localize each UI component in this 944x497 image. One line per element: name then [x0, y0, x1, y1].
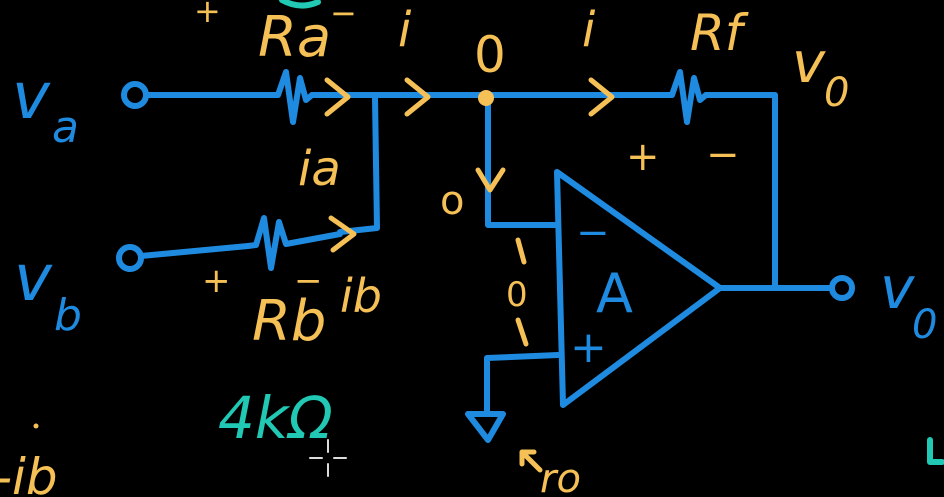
- input-voltage-tick-bottom: [515, 317, 529, 347]
- label-node-voltage: 0: [474, 26, 506, 84]
- noninverting-input-sign: +: [570, 322, 607, 373]
- feedback-wire: [703, 92, 778, 288]
- chevron-arrow-icon: [328, 215, 357, 253]
- left-bottom-dot: [33, 423, 39, 429]
- voltage-labels: v a v b v 0 A − +: [12, 60, 937, 373]
- chevron-arrow-icon: [404, 77, 431, 117]
- output-terminal-vo: [829, 275, 855, 301]
- resistor-rf: [659, 69, 709, 125]
- sign-plus-ra: +: [194, 0, 221, 30]
- label-vo-top: v: [792, 31, 826, 96]
- label-va-subscript: a: [52, 102, 79, 153]
- label-ra: Ra: [258, 5, 331, 70]
- summing-node-dot: [478, 90, 494, 106]
- sign-plus-rf: +: [626, 134, 660, 180]
- label-inverting-zero: o: [440, 178, 464, 224]
- label-left-bottom-ib: -ib: [0, 448, 58, 497]
- bottom-wire-left: [138, 243, 251, 259]
- inverting-input-sign: −: [576, 210, 610, 256]
- label-rb: Rb: [252, 289, 326, 354]
- teal-fragment-right: [927, 437, 944, 465]
- label-vb-subscript: b: [54, 290, 82, 341]
- sign-plus-rb: +: [202, 261, 231, 301]
- resistor-ra: [265, 69, 315, 125]
- chevron-arrow-icon: [588, 77, 615, 117]
- label-vo-output-subscript: 0: [912, 302, 937, 348]
- noninverting-input-wire: [484, 352, 561, 415]
- label-current-i-left: i: [398, 2, 412, 58]
- label-rf: Rf: [690, 4, 749, 62]
- opamp-triangle: [554, 169, 723, 408]
- label-ib: ib: [340, 269, 382, 323]
- inverting-input-wire: [485, 95, 559, 228]
- current-annotations: Ra Rb Rf ia ib i i 0 o v 0 + − + − + − 0…: [0, 0, 849, 497]
- input-terminal-vb: [116, 244, 144, 272]
- label-rb-resistance: 4kΩ: [218, 384, 333, 452]
- sign-minus-ra: −: [330, 0, 357, 32]
- sign-minus-rb: −: [294, 261, 323, 301]
- chevron-arrow-icon: [324, 77, 351, 117]
- branch-wire-ib: [337, 95, 380, 235]
- label-input-voltage-zero: 0: [506, 275, 528, 315]
- label-ia: ia: [298, 141, 341, 197]
- value-annotations: 4kΩ: [218, 0, 944, 465]
- input-terminal-va: [121, 81, 149, 109]
- label-vb: v: [14, 242, 53, 316]
- label-vo-output: v: [880, 254, 916, 322]
- ground-symbol-icon: [465, 411, 506, 443]
- circuit-wiring: [116, 69, 855, 443]
- sign-minus-rf: −: [706, 132, 740, 178]
- label-va: v: [12, 60, 51, 134]
- crosshair-cursor-icon: [309, 439, 347, 477]
- opamp-gain-label: A: [596, 262, 633, 325]
- label-vo-top-subscript: 0: [824, 70, 849, 116]
- teal-fragment-top: [279, 0, 321, 9]
- label-ground-current: ro: [540, 456, 581, 497]
- label-current-i-right: i: [582, 2, 596, 58]
- input-voltage-tick-top: [515, 237, 527, 265]
- resistor-rb: [245, 215, 343, 271]
- chevron-down-icon: [475, 167, 506, 193]
- arrow-up-left-icon: [519, 449, 543, 473]
